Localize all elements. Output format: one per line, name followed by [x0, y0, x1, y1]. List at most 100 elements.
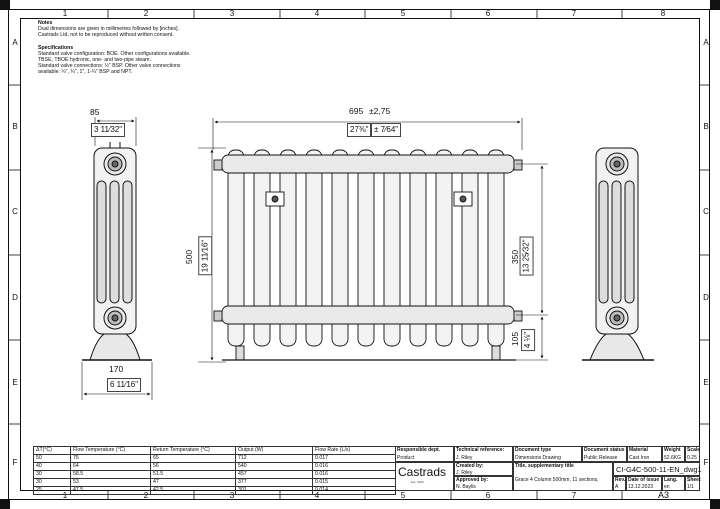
- grid-row-e-left: E: [12, 378, 18, 387]
- grid-row-d-right: D: [703, 293, 709, 302]
- label-rev: Rev.: [615, 477, 626, 483]
- header-cell: Flow Temperature (°C): [70, 446, 151, 455]
- grid-col-2-bottom: 2: [143, 491, 149, 500]
- table-cell: 0.016: [312, 470, 396, 479]
- notes-heading: Notes: [38, 20, 53, 26]
- label-lang: Lang.: [664, 477, 678, 483]
- dim-overall-width-in: 27⅜": [347, 123, 372, 137]
- dim-base-in: 4 ⅛": [521, 328, 536, 352]
- value-created-by: J. Riley: [456, 470, 473, 476]
- label-doc-status: Document status: [584, 447, 625, 453]
- dim-overall-width-mm: 695: [349, 106, 364, 116]
- grid-row-a-right: A: [703, 38, 709, 47]
- value-rev: A: [615, 484, 619, 490]
- table-header-row: ΔT(°C) Flow Temperature (°C) Return Temp…: [33, 446, 396, 455]
- value-date: 13.12.2023: [628, 484, 654, 490]
- dim-depth-mm: 170: [109, 364, 124, 374]
- table-cell: 51.5: [150, 470, 236, 479]
- value-tech-ref: J. Riley: [456, 455, 473, 461]
- spec-line: Standard valve connections: ½" BSP. Othe…: [38, 63, 181, 70]
- grid-col-2-top: 2: [143, 9, 149, 18]
- table-cell: 712: [235, 454, 313, 463]
- left-side-view: [82, 142, 152, 361]
- label-created-by: Created by:: [456, 463, 484, 469]
- value-doc-status: Public Release: [584, 455, 618, 461]
- grid-col-6-top: 6: [485, 9, 491, 18]
- table-cell: 42.5: [150, 486, 236, 495]
- castrads-logo: Castrads: [398, 465, 447, 479]
- cell-approved-by: [454, 476, 513, 491]
- grid-col-8-top: 8: [660, 9, 666, 18]
- dim-overall-tol-mm: ±2,75: [369, 106, 391, 116]
- table-cell: 457: [235, 470, 313, 479]
- label-sheet: Sheet: [687, 477, 701, 483]
- grid-row-a-left: A: [12, 38, 18, 47]
- label-responsible-dept: Responsible dept.: [397, 447, 441, 453]
- notes-block: Notes Dual dimensions are given in milli…: [38, 20, 238, 76]
- label-scale: Scale: [687, 447, 701, 453]
- cell-rev: [613, 476, 626, 491]
- table-cell: 30: [33, 470, 71, 479]
- table-cell: 40: [33, 462, 71, 471]
- cell-title: [513, 462, 613, 491]
- cell-date: [626, 476, 662, 491]
- header-cell: Flow Rate (L/s): [312, 446, 396, 455]
- grid-row-f-right: F: [703, 458, 709, 467]
- logo-tagline: Est. 2006: [411, 480, 424, 484]
- dim-left-width-in: 3 11⁄32": [91, 123, 126, 137]
- value-title: Grace 4 Column 500mm, 11 sections,: [515, 477, 599, 483]
- table-cell: 25: [33, 486, 71, 495]
- value-sheet: 1/1: [687, 484, 694, 490]
- label-date: Date of issue: [628, 477, 660, 483]
- grid-row-d-left: D: [12, 293, 18, 302]
- front-view: [213, 149, 523, 361]
- table-cell: 0.015: [312, 478, 396, 487]
- table-cell: 56: [150, 462, 236, 471]
- grid-col-4-bottom: 4: [314, 491, 320, 500]
- spec-line: Standard valve configuration: BOE. Other…: [38, 50, 191, 57]
- label-title: Title, supplementary title: [515, 463, 574, 469]
- value-approved-by: N. Baylis: [456, 484, 476, 490]
- grid-col-7-top: 7: [571, 9, 577, 18]
- table-cell: 0.014: [312, 486, 396, 495]
- grid-row-c-left: C: [12, 207, 18, 216]
- grid-row-b-left: B: [12, 122, 18, 131]
- table-cell: 53: [70, 478, 151, 487]
- cell-doc-type: [513, 446, 582, 462]
- drawing-number: CI-G4C-500-11-EN_dwg1: [616, 465, 702, 474]
- header-cell: Return Temperature (°C): [150, 446, 236, 455]
- notes-line: Castrads Ltd, not to be reproduced witho…: [38, 32, 174, 39]
- value-lang: en: [664, 484, 670, 490]
- table-cell: 0.017: [312, 454, 396, 463]
- table-cell: 540: [235, 462, 313, 471]
- cell-weight: [662, 446, 685, 462]
- cell-material: [627, 446, 662, 462]
- cell-sheet: [685, 476, 700, 491]
- paper-size: A3: [658, 490, 670, 500]
- table-cell: 64: [70, 462, 151, 471]
- table-cell: 47: [150, 478, 236, 487]
- value-responsible-dept: Product: [397, 455, 415, 461]
- dim-depth-in: 6 11⁄16": [107, 378, 142, 392]
- value-scale: 0.25: [687, 455, 697, 461]
- value-doc-type: Dimensions Drawing: [515, 455, 561, 461]
- table-cell: 50: [33, 454, 71, 463]
- right-side-view: [582, 147, 654, 361]
- table-cell: 0.016: [312, 462, 396, 471]
- grid-col-5-top: 5: [400, 9, 406, 18]
- grid-col-4-top: 4: [314, 9, 320, 18]
- grid-row-e-right: E: [703, 378, 709, 387]
- cell-scale: [685, 446, 700, 462]
- grid-col-5-bottom: 5: [400, 491, 406, 500]
- table-cell: 30: [33, 478, 71, 487]
- dim-height-mm: 500: [184, 249, 194, 265]
- grid-row-b-right: B: [703, 122, 709, 131]
- cell-doc-status: [582, 446, 627, 462]
- table-cell: 301: [235, 486, 313, 495]
- cell-lang: [662, 476, 685, 491]
- spec-line: TBSE, TBOE hydronic, one- and two-pipe s…: [38, 57, 151, 64]
